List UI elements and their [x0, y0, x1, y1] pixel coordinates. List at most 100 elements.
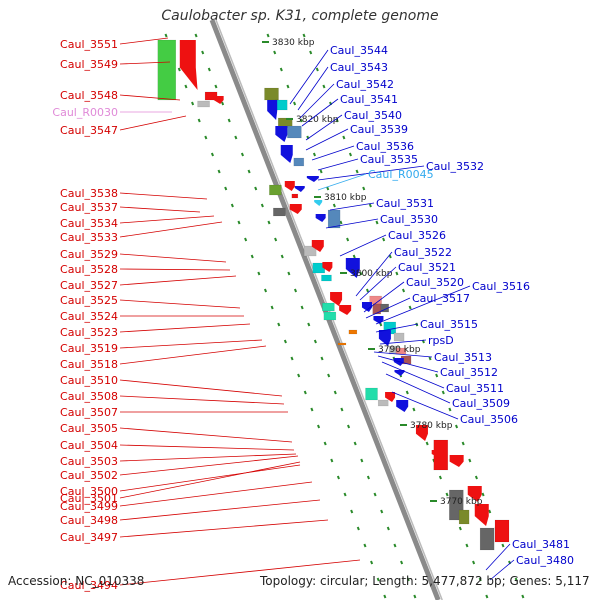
guide-dash — [234, 135, 238, 140]
gene-arrow — [294, 186, 305, 192]
right-label-leader — [381, 361, 445, 389]
guide-dash — [257, 271, 261, 276]
guide-dash — [263, 288, 268, 293]
left-label-leader — [119, 453, 297, 462]
gene-block — [287, 125, 302, 139]
left-label-leader — [119, 253, 227, 263]
gene-label-left: Caul_3525 — [60, 294, 118, 307]
left-label-leader — [119, 299, 241, 309]
summary-text: Topology: circular; Length: 5,477,872 bp… — [260, 574, 590, 588]
left-label-leader — [119, 215, 215, 224]
guide-dash — [366, 475, 370, 480]
gene-label-left: Caul_3523 — [60, 326, 118, 339]
gene-label-left: Caul_3537 — [60, 201, 118, 214]
right-label-leader — [317, 165, 425, 181]
gene-arrow — [289, 204, 302, 214]
gene-label-left: Caul_3551 — [60, 38, 118, 51]
tick-label: 3790 kbp — [378, 345, 421, 355]
guide-dash — [224, 186, 228, 191]
guide-dash — [347, 424, 351, 429]
gene-block — [293, 157, 305, 167]
left-label-leader — [119, 345, 267, 365]
guide-dash — [237, 220, 241, 225]
guide-dash — [320, 356, 324, 361]
gene-label-right: Caul_3513 — [434, 351, 492, 364]
gene-label-left: Caul_3533 — [60, 231, 118, 244]
gene-block — [273, 207, 286, 217]
right-label-leader — [359, 266, 397, 301]
gene-label-right: Caul_3530 — [380, 213, 438, 226]
gene-block — [494, 519, 510, 543]
right-label-leader — [377, 355, 439, 373]
guide-dash — [363, 543, 367, 548]
gene-block — [197, 100, 210, 108]
guide-dash — [352, 254, 356, 259]
guide-dash — [441, 390, 445, 395]
left-label-leader — [119, 379, 283, 397]
gene-block — [269, 184, 282, 196]
gene-label-left: Caul_3494 — [60, 579, 118, 592]
guide-dash — [401, 288, 406, 293]
right-label-leader — [305, 128, 349, 151]
gene-arrow — [179, 40, 198, 90]
gene-block — [321, 274, 332, 282]
guide-dash — [472, 560, 476, 565]
left-label-leader — [119, 481, 313, 507]
gene-label-right: Caul_3480 — [516, 554, 574, 567]
guide-dash — [244, 237, 248, 242]
guide-dash — [327, 373, 331, 378]
right-label-leader — [489, 559, 515, 581]
gene-block — [393, 332, 405, 342]
guide-dash — [273, 50, 277, 55]
guide-dash — [474, 475, 478, 480]
guide-dash — [335, 118, 339, 123]
gene-block — [458, 509, 470, 525]
gene-block — [322, 302, 335, 312]
right-label-leader — [485, 543, 511, 571]
left-label-leader — [119, 61, 171, 65]
guide-dash — [359, 271, 363, 276]
guide-dash — [386, 526, 390, 531]
guide-dash — [260, 203, 264, 208]
tick-label: 3820 kbp — [296, 115, 339, 125]
left-label-leader — [119, 461, 301, 499]
guide-dash — [408, 305, 412, 310]
right-label-leader — [301, 98, 339, 127]
left-label-leader — [119, 455, 299, 476]
guide-dash — [267, 220, 271, 225]
guide-dash — [283, 339, 287, 344]
gene-label-left: Caul_3500 — [60, 485, 118, 498]
gene-label-right: Caul_3536 — [356, 140, 414, 153]
guide-dash — [465, 543, 469, 548]
guide-dash — [406, 577, 410, 582]
guide-dash — [201, 50, 205, 55]
gene-arrow — [339, 305, 352, 315]
gene-label-left: Caul_3548 — [60, 89, 118, 102]
gene-arrow — [415, 425, 428, 441]
gene-label-left: Caul_3528 — [60, 263, 118, 276]
guide-dash — [214, 84, 218, 89]
guide-dash — [280, 254, 284, 259]
guide-dash — [197, 118, 201, 123]
guide-dash — [340, 407, 344, 412]
right-label-leader — [305, 114, 343, 141]
gene-label-right: Caul_3544 — [330, 44, 388, 57]
gene-arrow — [315, 214, 326, 222]
gene-label-right: rpsD — [428, 334, 454, 347]
gene-label-right: Caul_3506 — [460, 413, 518, 426]
guide-dash — [177, 67, 181, 72]
guide-dash — [388, 254, 392, 259]
gene-label-right: Caul_3520 — [406, 276, 464, 289]
gene-block — [157, 39, 177, 101]
guide-dash — [458, 526, 462, 531]
right-label-leader — [355, 251, 393, 297]
guide-dash — [293, 288, 298, 293]
guide-dash — [481, 492, 485, 497]
guide-dash — [279, 67, 283, 72]
gene-label-left: Caul_3518 — [60, 358, 118, 371]
guide-dash — [376, 577, 380, 582]
gene-block — [479, 527, 495, 551]
right-label-leader — [375, 285, 471, 325]
